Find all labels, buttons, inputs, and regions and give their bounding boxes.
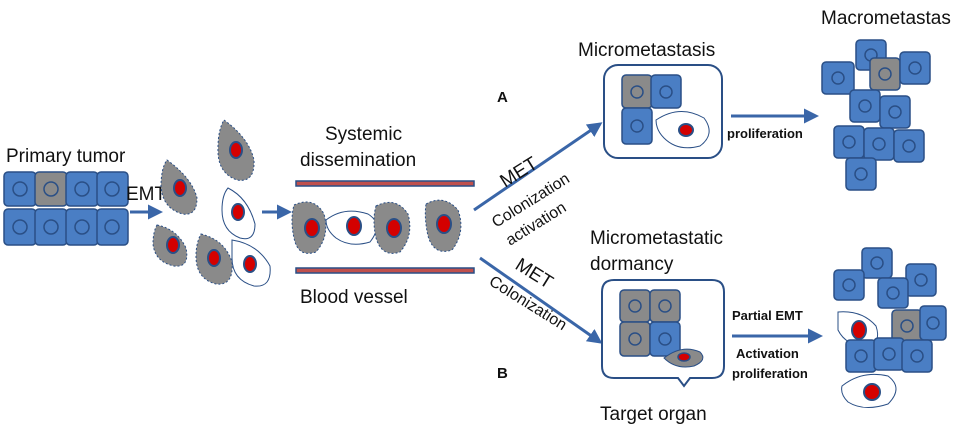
- cell: [649, 321, 681, 357]
- systemic-label-line1: Systemic: [325, 124, 402, 145]
- cell: [621, 107, 653, 145]
- circulating-cell: [424, 199, 462, 252]
- branch-a-arrow: [473, 122, 603, 212]
- mesenchymal-cell-white: [231, 239, 271, 287]
- vessel-wall-top: [295, 180, 475, 187]
- mesenchymal-cell: [152, 224, 188, 267]
- cell-grey: [619, 321, 651, 357]
- mesenchymal-cell-white: [837, 311, 879, 347]
- vessel-wall-bottom: [295, 267, 475, 274]
- cell: [650, 74, 682, 109]
- mesenchymal-cell: [195, 233, 233, 285]
- met-upper-label: MET: [497, 153, 542, 192]
- dormancy-cells: [619, 289, 704, 368]
- micrometastasis-label: Micrometastasis: [578, 40, 715, 61]
- branch-b-arrow: [479, 256, 603, 344]
- cell: [901, 339, 933, 373]
- dormant-cell: [663, 348, 704, 368]
- blood-vessel-label: Blood vessel: [300, 287, 408, 308]
- cell-grey: [621, 74, 653, 109]
- proliferation-lower-label: proliferation: [732, 366, 808, 381]
- circulating-cell: [373, 201, 411, 254]
- macrometastas-cluster: [821, 39, 931, 191]
- tumor-cell: [65, 171, 99, 207]
- cell: [849, 89, 881, 123]
- mesenchymal-cell-white: [221, 187, 256, 240]
- circulating-cell-white: [325, 210, 377, 245]
- migrating-cells: [152, 119, 271, 287]
- cell: [845, 339, 877, 373]
- tumor-cell: [3, 171, 37, 207]
- blood-vessel: [291, 180, 475, 274]
- cell-grey: [891, 309, 923, 343]
- cell: [833, 125, 865, 159]
- cell: [899, 51, 931, 85]
- macrometastas-label: Macrometastas: [821, 8, 951, 29]
- path-a-label: A: [497, 89, 508, 106]
- tumor-cell-grey: [34, 171, 68, 207]
- cell: [845, 157, 877, 191]
- cell: [863, 127, 895, 161]
- tumor-cell: [96, 208, 129, 246]
- cell-grey: [649, 289, 681, 323]
- tumor-cell: [3, 208, 37, 246]
- activation-label: Activation: [736, 346, 799, 361]
- cell: [893, 129, 925, 163]
- cell: [877, 277, 909, 309]
- cell: [861, 247, 893, 279]
- micrometastatic-label-line2: dormancy: [590, 254, 674, 275]
- cell-grey: [869, 57, 901, 91]
- partial-emt-label: Partial EMT: [732, 308, 803, 323]
- cell: [879, 95, 911, 129]
- cell: [833, 269, 865, 301]
- mesenchymal-cell: [217, 119, 255, 181]
- tumor-cell: [96, 171, 129, 207]
- cell: [821, 61, 855, 95]
- primary-tumor-cluster: [3, 171, 129, 246]
- cell: [905, 263, 937, 297]
- cell: [873, 337, 905, 371]
- mesenchymal-cell: [160, 159, 198, 215]
- tumor-cell: [34, 208, 68, 246]
- mesenchymal-cell-white: [841, 373, 897, 408]
- tumor-cell: [65, 208, 99, 246]
- reactivated-cluster: [833, 247, 947, 408]
- systemic-label-line2: dissemination: [300, 150, 416, 171]
- cell: [919, 305, 947, 341]
- cell-grey: [619, 289, 651, 323]
- micrometastatic-label-line1: Micrometastatic: [590, 228, 723, 249]
- path-b-label: B: [497, 365, 508, 382]
- proliferation-label: proliferation: [727, 126, 803, 141]
- mesenchymal-cell-white: [655, 111, 710, 149]
- target-organ-label: Target organ: [600, 404, 707, 425]
- micrometastasis-cells: [621, 74, 710, 149]
- primary-tumor-label: Primary tumor: [6, 146, 126, 167]
- emt-label: EMT: [126, 184, 167, 205]
- circulating-cell: [291, 201, 327, 254]
